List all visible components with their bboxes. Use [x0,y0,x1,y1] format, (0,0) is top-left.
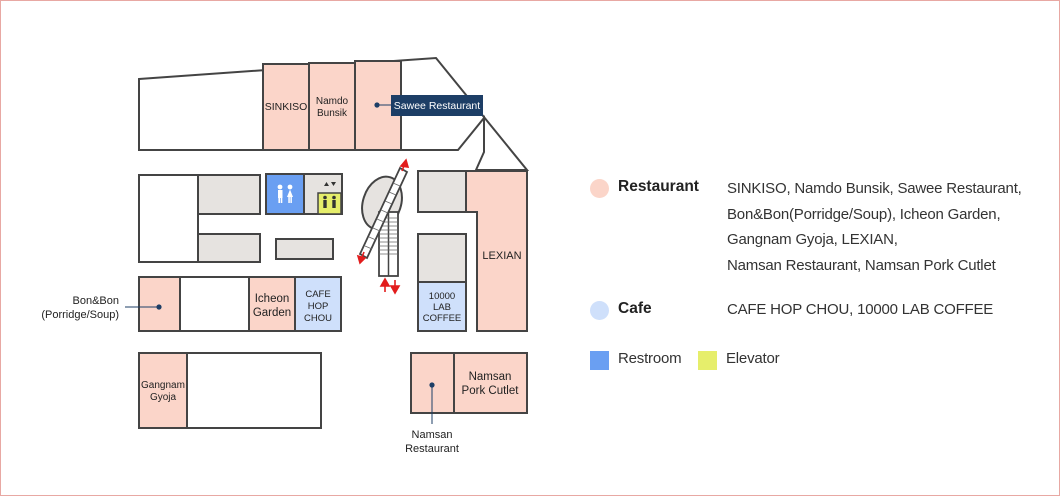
label-bunsik: Bunsik [317,108,348,119]
label-lab-1: 10000 [429,291,455,302]
restroom-icon [277,184,293,203]
store-namdo-bunsik[interactable] [308,62,356,151]
empty-large-store [186,352,322,429]
legend-restaurant-label: Restaurant [618,178,699,195]
store-lexian[interactable] [465,170,528,332]
restaurant-list-line: Namsan Restaurant, Namsan Pork Cutlet [727,256,996,274]
sawee-callout: Sawee Restaurant [374,95,483,116]
left-block-outline [138,174,199,263]
elevator-swatch [698,351,717,370]
store-lab-coffee[interactable] [417,281,467,332]
label-sawee: Sawee Restaurant [394,100,480,112]
label-sinkiso: SINKISO [265,101,308,113]
empty-store [179,276,250,332]
legend-restaurant-list: SINKISO, Namdo Bunsik, Sawee Restaurant,… [727,176,1022,278]
label-cafe-3: CHOU [304,313,332,324]
label-gangnam-1: Gangnam [141,380,185,391]
escalator-icon [356,158,410,295]
label-gangnam-2: Gyoja [150,392,177,403]
elevator[interactable] [317,192,342,215]
label-bonbon-2: (Porridge/Soup) [41,309,119,321]
store-sinkiso[interactable] [262,63,310,151]
restroom-swatch [590,351,609,370]
empty-block-2 [197,233,261,263]
label-namsan-rest-1: Namsan [412,429,453,441]
label-icheon-1: Icheon [255,293,290,305]
restroom[interactable] [265,173,305,215]
empty-block-3 [275,238,334,260]
restaurant-list-line: Gangnam Gyoja, LEXIAN, [727,231,898,248]
legend-cafe-list: CAFE HOP CHOU, 10000 LAB COFFEE [727,301,994,318]
label-namsan-pork-2: Pork Cutlet [462,385,520,397]
store-gangnam[interactable] [138,352,188,429]
label-cafe-2: HOP [308,301,329,312]
label-namdo: Namdo [316,96,349,107]
namsan-callout [429,382,435,424]
restaurant-list-line: Bon&Bon(Porridge/Soup), Icheon Garden, [727,205,1001,223]
legend-elevator-label: Elevator [726,350,780,367]
empty-block-5 [417,233,467,283]
bonbon-callout [125,304,162,310]
empty-block-1 [197,174,261,215]
store-cafe-hop[interactable] [294,276,342,332]
label-lab-3: COFFEE [423,313,462,324]
restaurant-swatch [590,179,609,198]
label-namsan-pork-1: Namsan [469,371,512,383]
label-namsan-rest-2: Restaurant [405,443,459,455]
label-bonbon-1: Bon&Bon [73,295,119,307]
label-lexian: LEXIAN [482,250,521,262]
label-cafe-1: CAFE [305,289,330,300]
empty-block-4 [417,170,467,213]
restaurant-list-line: SINKISO, Namdo Bunsik, Sawee Restaurant, [727,180,1022,197]
legend-restroom-label: Restroom [618,350,682,367]
cafe-swatch [590,301,609,320]
label-icheon-2: Garden [253,307,291,319]
store-icheon[interactable] [248,276,296,332]
legend-cafe-label: Cafe [618,300,652,317]
store-bonbon[interactable] [138,276,181,332]
store-namsan-pork[interactable] [453,352,528,414]
label-lab-2: LAB [433,302,451,313]
elevator-icon [323,182,336,208]
